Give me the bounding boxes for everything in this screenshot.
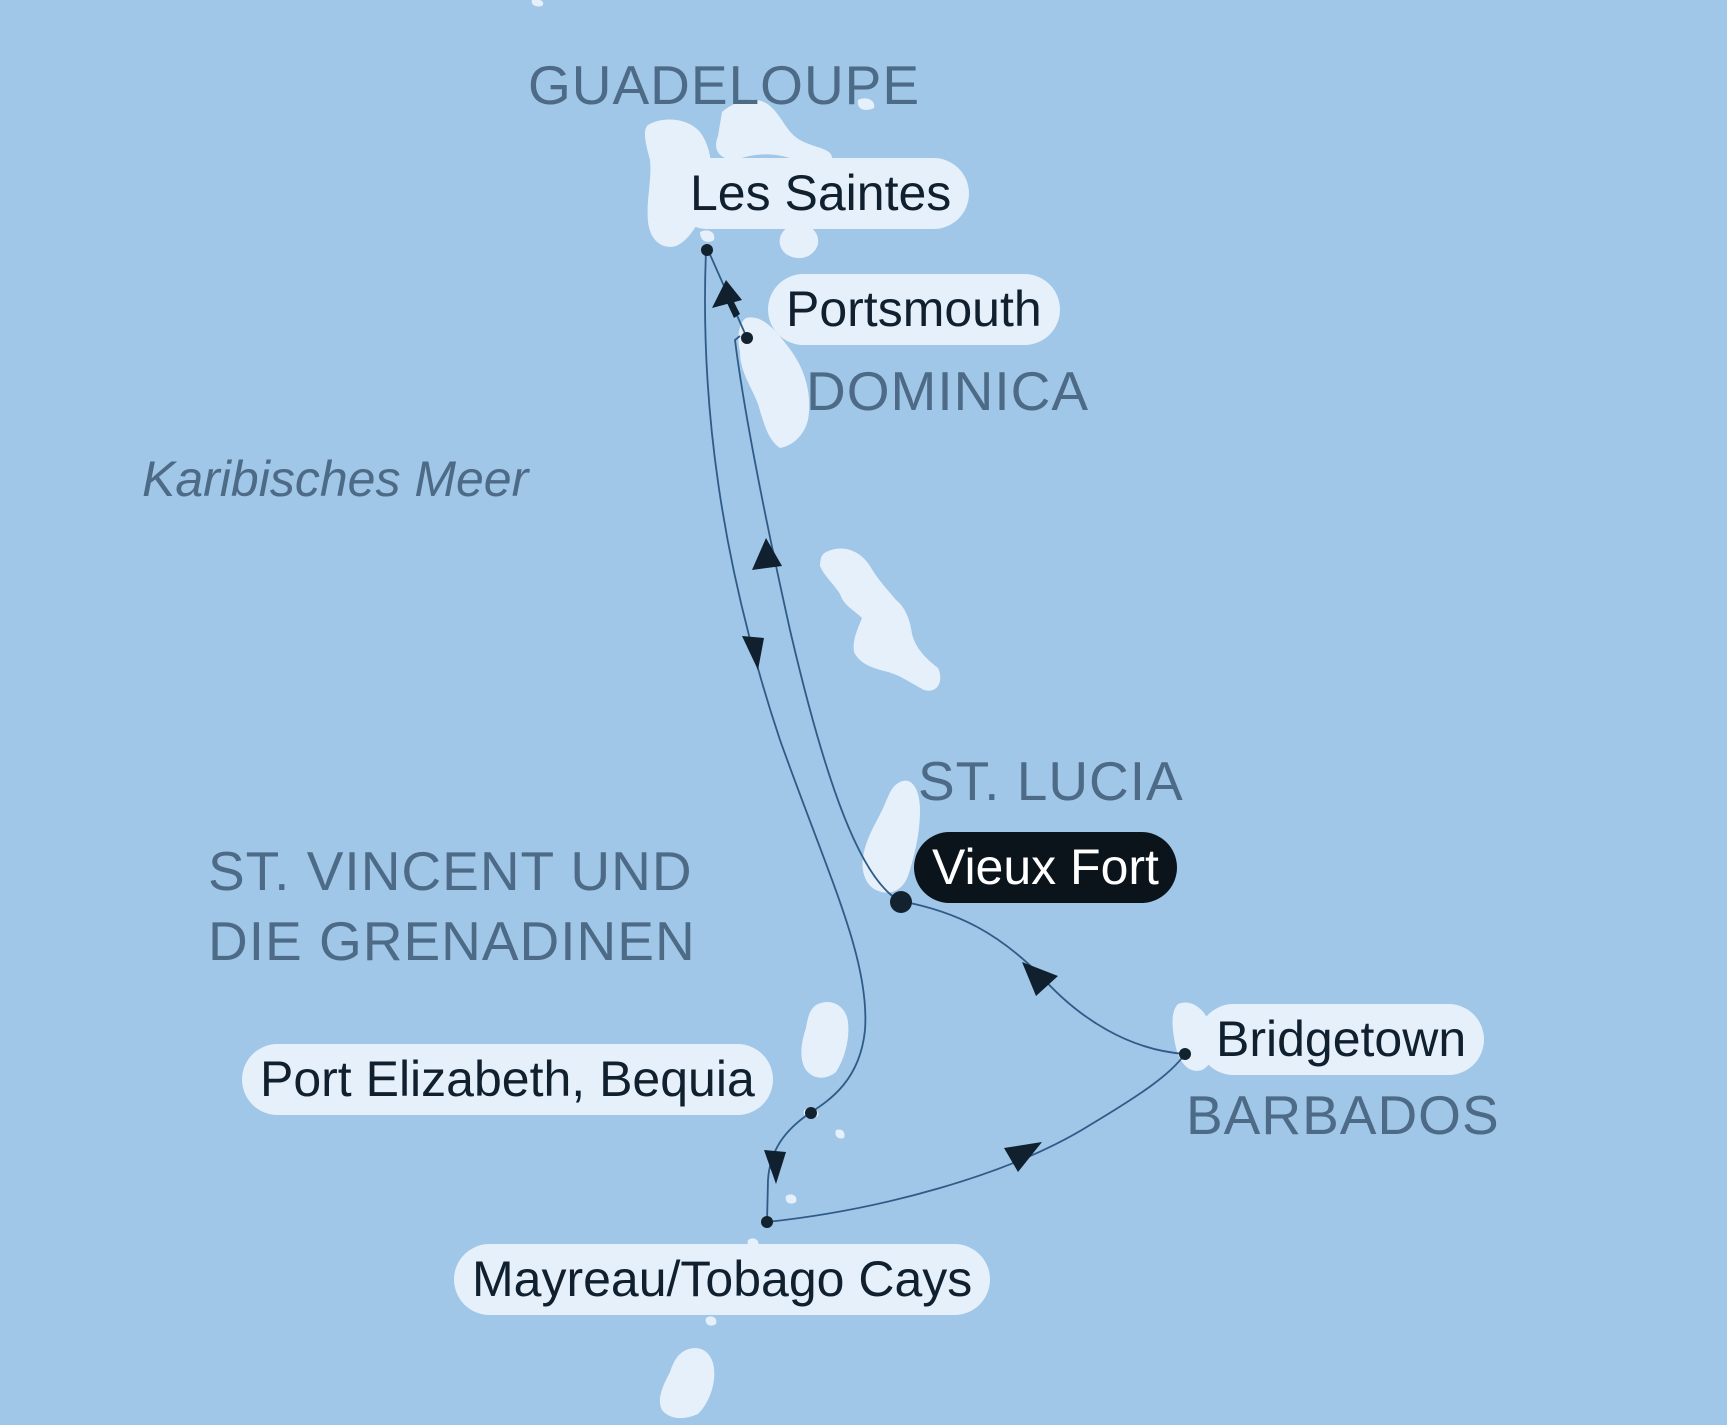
port-dot-mayreau[interactable] bbox=[761, 1216, 773, 1228]
route-arrow-north-1b bbox=[712, 280, 742, 308]
route-leg-bequia-to-mayreau bbox=[766, 1112, 811, 1223]
port-dot-les-saintes[interactable] bbox=[701, 244, 713, 256]
port-label-portsmouth[interactable]: Portsmouth bbox=[768, 274, 1060, 345]
island-islet-top bbox=[531, 0, 544, 7]
island-st-vincent bbox=[801, 1002, 849, 1078]
island-martinique bbox=[820, 548, 941, 691]
route-leg-vieux-fort-to-portsmouth bbox=[734, 335, 901, 902]
route-arrow-south-2 bbox=[764, 1150, 786, 1184]
country-label-st-vincent-line2: DIE GRENADINEN bbox=[208, 910, 696, 973]
island-dominica bbox=[738, 317, 810, 448]
island-carriacou bbox=[705, 1316, 717, 1326]
island-les-saintes bbox=[700, 230, 715, 242]
route-arrow-north-2 bbox=[752, 538, 782, 570]
route-arrow-east bbox=[1004, 1142, 1042, 1172]
route-leg-les-saintes-to-bequia bbox=[704, 249, 867, 1114]
port-label-les-saintes[interactable]: Les Saintes bbox=[672, 158, 970, 229]
port-label-bridgetown[interactable]: Bridgetown bbox=[1198, 1004, 1485, 1075]
route-arrow-northwest bbox=[1022, 962, 1058, 996]
island-marie-galante bbox=[779, 224, 819, 259]
port-label-port-elizabeth[interactable]: Port Elizabeth, Bequia bbox=[242, 1044, 773, 1115]
sea-label: Karibisches Meer bbox=[142, 451, 529, 507]
port-dot-port-elizabeth[interactable] bbox=[805, 1107, 817, 1119]
island-grande-terre bbox=[716, 99, 832, 164]
port-dot-portsmouth[interactable] bbox=[741, 332, 753, 344]
port-label-mayreau[interactable]: Mayreau/Tobago Cays bbox=[454, 1244, 991, 1315]
island-grenada bbox=[659, 1348, 715, 1419]
route-leg-mayreau-to-bridgetown bbox=[766, 1053, 1186, 1223]
route-arrow-south-1 bbox=[742, 636, 764, 670]
country-label-st-lucia: ST. LUCIA bbox=[918, 750, 1184, 812]
country-label-barbados: BARBADOS bbox=[1186, 1084, 1500, 1146]
country-label-st-vincent: ST. VINCENT UND DIE GRENADINEN bbox=[208, 836, 696, 977]
island-mustique bbox=[835, 1129, 845, 1139]
country-label-st-vincent-line1: ST. VINCENT UND bbox=[208, 840, 693, 902]
island-la-desirade bbox=[857, 98, 875, 110]
country-label-dominica: DOMINICA bbox=[806, 360, 1089, 422]
port-dot-bridgetown[interactable] bbox=[1179, 1048, 1191, 1060]
port-dot-vieux-fort[interactable] bbox=[890, 891, 912, 913]
island-st-lucia bbox=[862, 780, 920, 893]
country-label-guadeloupe: GUADELOUPE bbox=[528, 54, 921, 116]
port-label-vieux-fort[interactable]: Vieux Fort bbox=[914, 832, 1177, 903]
island-canouan bbox=[785, 1194, 797, 1204]
